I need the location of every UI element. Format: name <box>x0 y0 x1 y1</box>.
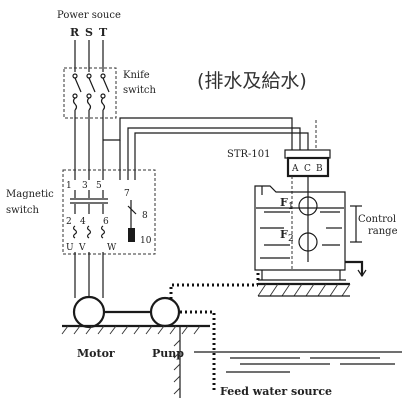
title-jp: (排水及給水) <box>197 70 307 92</box>
terminal-7: 7 <box>124 189 130 199</box>
pump-symbol <box>149 296 181 328</box>
terminal-3: 3 <box>82 181 88 191</box>
water-source <box>194 351 402 373</box>
pump-label: Punp <box>152 347 184 360</box>
water-tank <box>254 176 367 285</box>
terminal-w: W <box>107 243 117 253</box>
terminal-u: U <box>66 243 74 253</box>
terminal-4: 4 <box>80 217 86 227</box>
control-range-bracket <box>350 205 362 243</box>
float-f2 <box>298 232 318 252</box>
supply-lines <box>74 40 104 72</box>
motor-label: Motor <box>77 347 115 360</box>
feed-pipe <box>169 283 258 390</box>
terminal-1: 1 <box>66 181 72 191</box>
magnetic-switch-label-2: switch <box>6 205 40 216</box>
phase-r-label: R <box>70 26 80 39</box>
lines-to-magnetic-switch <box>74 110 104 180</box>
terminal-b: B <box>316 164 323 174</box>
magnetic-switch-label-1: Magnetic <box>6 189 54 200</box>
phase-t-label: T <box>99 26 108 39</box>
knife-switch-label-1: Knife <box>123 70 150 81</box>
control-range-label-2: range <box>368 226 398 237</box>
terminal-10: 10 <box>140 236 152 246</box>
motor-feed-lines <box>74 252 104 298</box>
terminal-a: A <box>291 164 299 174</box>
float-f1 <box>298 196 318 216</box>
tank-foundation <box>257 282 351 297</box>
control-wires <box>103 117 309 180</box>
terminal-2: 2 <box>66 217 72 227</box>
knife-switch-box <box>63 67 117 119</box>
magnetic-contacts <box>70 190 137 242</box>
float-2-sub: 2 <box>288 234 294 244</box>
motor-symbol <box>72 295 106 329</box>
terminal-c: C <box>304 164 311 174</box>
control-range-label-1: Control <box>358 214 396 225</box>
float-1-sub: 1 <box>288 202 294 212</box>
terminal-5: 5 <box>96 181 102 191</box>
float-2-label: F <box>280 228 288 241</box>
phase-s-label: S <box>85 26 93 39</box>
power-source-label: Power souce <box>57 10 121 21</box>
terminal-6: 6 <box>103 217 109 227</box>
knife-switch <box>72 73 110 111</box>
str-model-label: STR-101 <box>227 149 271 160</box>
knife-switch-label-2: switch <box>123 85 157 96</box>
terminal-v: V <box>78 243 86 253</box>
float-1-label: F <box>280 196 288 209</box>
terminal-8: 8 <box>142 211 148 221</box>
ground-platform <box>61 324 210 398</box>
magnetic-switch-box <box>62 169 156 255</box>
feed-water-source-label: Feed water source <box>220 385 332 398</box>
